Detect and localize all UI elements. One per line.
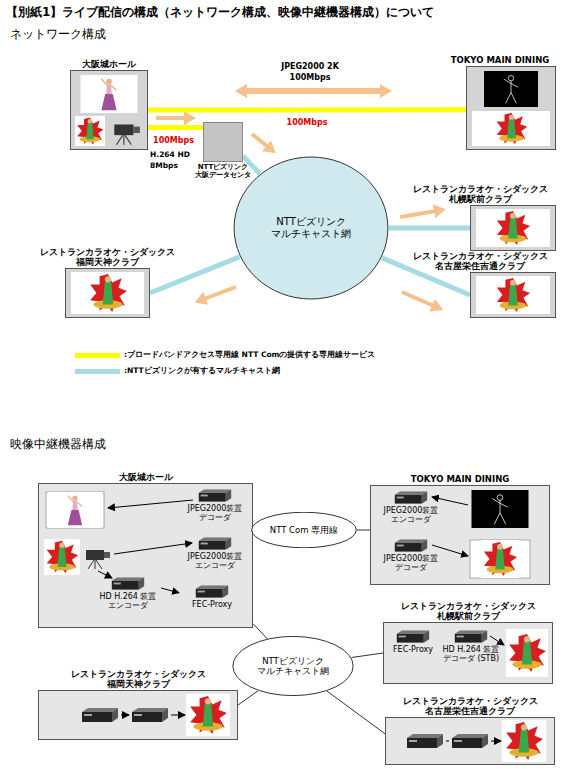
- device-label: JPEG2000装置 デコーダ: [179, 504, 251, 522]
- node-heading: 大阪城ホール: [96, 472, 196, 482]
- connector: [352, 653, 384, 658]
- node-label: NTTビズリンク マルチキャスト網: [261, 216, 361, 240]
- device-box: FEC-Proxy: [388, 629, 438, 654]
- device-label: JPEG2000装置 エンコーダ: [179, 552, 251, 570]
- device-icon: [393, 491, 429, 504]
- ellipse-shape: [252, 512, 357, 547]
- device-icon: [395, 630, 431, 643]
- node-heading: TOKYO MAIN DINING: [445, 55, 555, 65]
- text-label: 100Mbps: [290, 73, 331, 82]
- node-heading: レストランカラオケ・シダックス 福岡天神クラブ: [28, 247, 188, 267]
- device-icon-shape: [395, 539, 427, 552]
- site-box: レストランカラオケ・シダックス 名古屋栄住吉通クラブ: [385, 717, 555, 765]
- device-label: FEC-Proxy: [179, 600, 245, 609]
- device-icon-shape: [199, 489, 231, 502]
- site-box: レストランカラオケ・シダックス 札幌駅前クラブFEC-ProxyHD H.264…: [383, 622, 553, 684]
- ellipse-shape: [233, 636, 353, 695]
- network-cloud: NTTビズリンク マルチキャスト網: [233, 156, 389, 300]
- connector: [389, 226, 470, 231]
- device-icon: [194, 585, 230, 598]
- datacenter-box: NTTビズリンク 大阪データセンタ: [203, 122, 243, 162]
- device-icon-shape: [395, 491, 427, 504]
- device-icon-shape: [196, 585, 228, 598]
- venue-box: 大阪城ホール: [70, 70, 148, 150]
- device-icon: [110, 577, 146, 590]
- device-box: JPEG2000装置 デコーダ: [375, 538, 447, 572]
- site-box: レストランカラオケ・シダックス 福岡天神クラブ: [38, 690, 238, 740]
- legend-swatch: [75, 369, 120, 374]
- device-icon: [197, 489, 233, 502]
- device-icon-shape: [199, 537, 231, 550]
- node-heading: レストランカラオケ・シダックス 名古屋栄住吉通クラブ: [385, 696, 555, 716]
- connector: [150, 257, 240, 293]
- node-heading: NTTビズリンク 大阪データセンタ: [192, 163, 254, 180]
- node-heading: レストランカラオケ・シダックス 札幌駅前クラブ: [383, 601, 553, 621]
- text-label: ネットワーク構成: [10, 26, 106, 43]
- text-label: 8Mbps: [150, 161, 178, 170]
- device-label: HD H.264 装置 エンコーダ: [95, 592, 161, 610]
- device-icon-shape: [455, 630, 487, 643]
- ellipse-shape: [234, 157, 388, 299]
- text-label: JPEG2000 2K: [281, 62, 339, 71]
- edge-label: 100Mbps: [152, 135, 195, 144]
- node-label: NTT Com 専用線: [270, 525, 338, 535]
- legend-text: :NTTビズリンクが有するマルチキャスト網: [124, 366, 280, 376]
- connector: [238, 691, 258, 705]
- connector: [253, 624, 267, 639]
- venue-box: TOKYO MAIN DININGJPEG2000装置 エンコーダJPEG200…: [370, 485, 550, 585]
- device-box: JPEG2000装置 エンコーダ: [375, 490, 447, 524]
- connector: [327, 691, 385, 734]
- connector: [148, 107, 466, 112]
- node-heading: レストランカラオケ・シダックス 福岡天神クラブ: [53, 669, 223, 689]
- edge-label: 100Mbps: [286, 117, 329, 126]
- device-label: FEC-Proxy: [388, 645, 438, 654]
- device-box: HD H.264 装置 デコーダ (STB): [440, 629, 502, 663]
- device-label: JPEG2000装置 エンコーダ: [375, 506, 447, 524]
- device-icon: [453, 630, 489, 643]
- network-cloud: NTT Com 専用線: [251, 512, 357, 548]
- connector: [148, 125, 203, 130]
- device-icon-shape: [397, 630, 429, 643]
- network-cloud: NTTビズリンク マルチキャスト網: [232, 636, 354, 696]
- node-heading: レストランカラオケ・シダックス 名古屋栄住吉通クラブ: [405, 251, 555, 271]
- device-label: HD H.264 装置 デコーダ (STB): [440, 645, 502, 663]
- device-icon: [393, 539, 429, 552]
- legend-swatch: [75, 353, 120, 358]
- venue-box: 大阪城ホールJPEG2000装置 デコーダJPEG2000装置 エンコーダHD …: [38, 483, 253, 628]
- device-label: JPEG2000装置 デコーダ: [375, 554, 447, 572]
- page-title: 【別紙1】ライブ配信の構成（ネットワーク構成、映像中継機器構成）について: [6, 4, 434, 21]
- connector: [161, 588, 179, 593]
- legend-text: :ブロードバンドアクセス専用線 NTT Comの提供する専用線サービス: [124, 350, 375, 360]
- node-label: NTTビズリンク マルチキャスト網: [253, 656, 333, 676]
- device-box: JPEG2000装置 デコーダ: [179, 488, 251, 522]
- text-label: H.264 HD: [150, 150, 190, 159]
- device-box: JPEG2000装置 エンコーダ: [179, 536, 251, 570]
- node-heading: TOKYO MAIN DINING: [390, 474, 530, 484]
- text-label: 映像中継機器構成: [10, 436, 106, 453]
- node-heading: 大阪城ホール: [64, 59, 154, 69]
- connector: [357, 530, 370, 531]
- site-box: レストランカラオケ・シダックス 札幌駅前クラブ: [470, 205, 556, 251]
- device-icon-shape: [112, 577, 144, 590]
- device-box: FEC-Proxy: [179, 584, 245, 609]
- venue-box: TOKYO MAIN DINING: [466, 66, 556, 150]
- node-heading: レストランカラオケ・シダックス 札幌駅前クラブ: [405, 184, 555, 204]
- device-icon: [197, 537, 233, 550]
- site-box: レストランカラオケ・シダックス 名古屋栄住吉通クラブ: [470, 272, 556, 318]
- site-box: レストランカラオケ・シダックス 福岡天神クラブ: [65, 268, 150, 318]
- device-box: HD H.264 装置 エンコーダ: [95, 576, 161, 610]
